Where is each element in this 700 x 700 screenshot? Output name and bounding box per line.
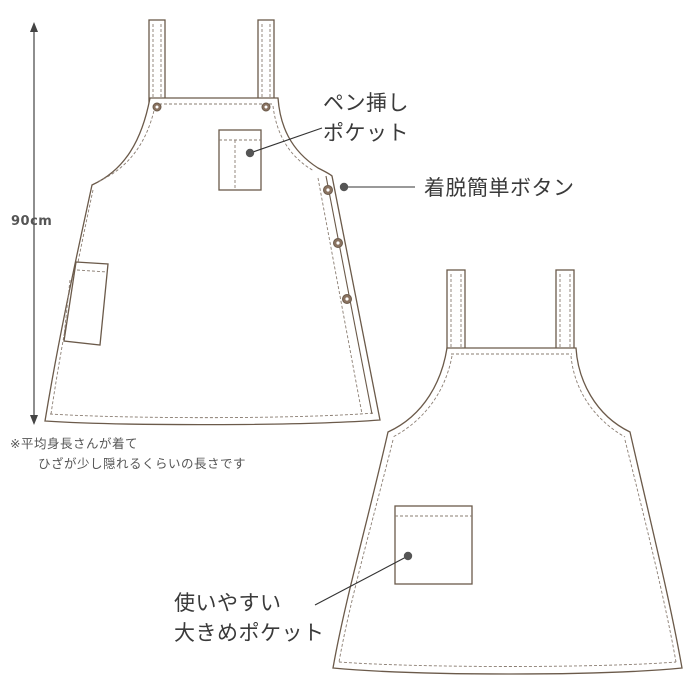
length-note-line1: ※平均身長さんが着て (10, 436, 138, 451)
back-apron (332, 269, 683, 675)
front-apron (44, 19, 381, 426)
marker-dot (403, 551, 413, 561)
length-label: 90cm (11, 214, 53, 229)
marker-dot (339, 182, 349, 192)
front-buttons (152, 102, 352, 304)
length-dimension-arrow (30, 22, 38, 425)
front-apron-body (44, 97, 381, 426)
pen-pocket-label-line1: ペン挿し (323, 91, 409, 115)
back-right-strap (555, 269, 575, 353)
big-pocket (394, 505, 473, 585)
big-pocket-label-line2: 大きめポケット (174, 621, 325, 645)
marker-dot (245, 148, 255, 158)
leader-big-pocket (314, 551, 413, 606)
front-left-strap (148, 19, 166, 103)
big-pocket-label-line1: 使いやすい (174, 591, 282, 615)
leader-pen-pocket (245, 127, 323, 158)
back-left-strap (446, 269, 466, 353)
front-right-strap (257, 19, 275, 103)
buttons-label: 着脱簡単ボタン (424, 176, 575, 200)
pen-pocket-label-line2: ポケット (323, 121, 409, 145)
pen-pocket (218, 129, 262, 191)
leader-buttons (339, 182, 415, 192)
back-apron-body (332, 347, 683, 675)
side-pocket (63, 261, 109, 346)
length-note-line2: ひざが少し隠れるくらいの長さです (38, 456, 247, 471)
